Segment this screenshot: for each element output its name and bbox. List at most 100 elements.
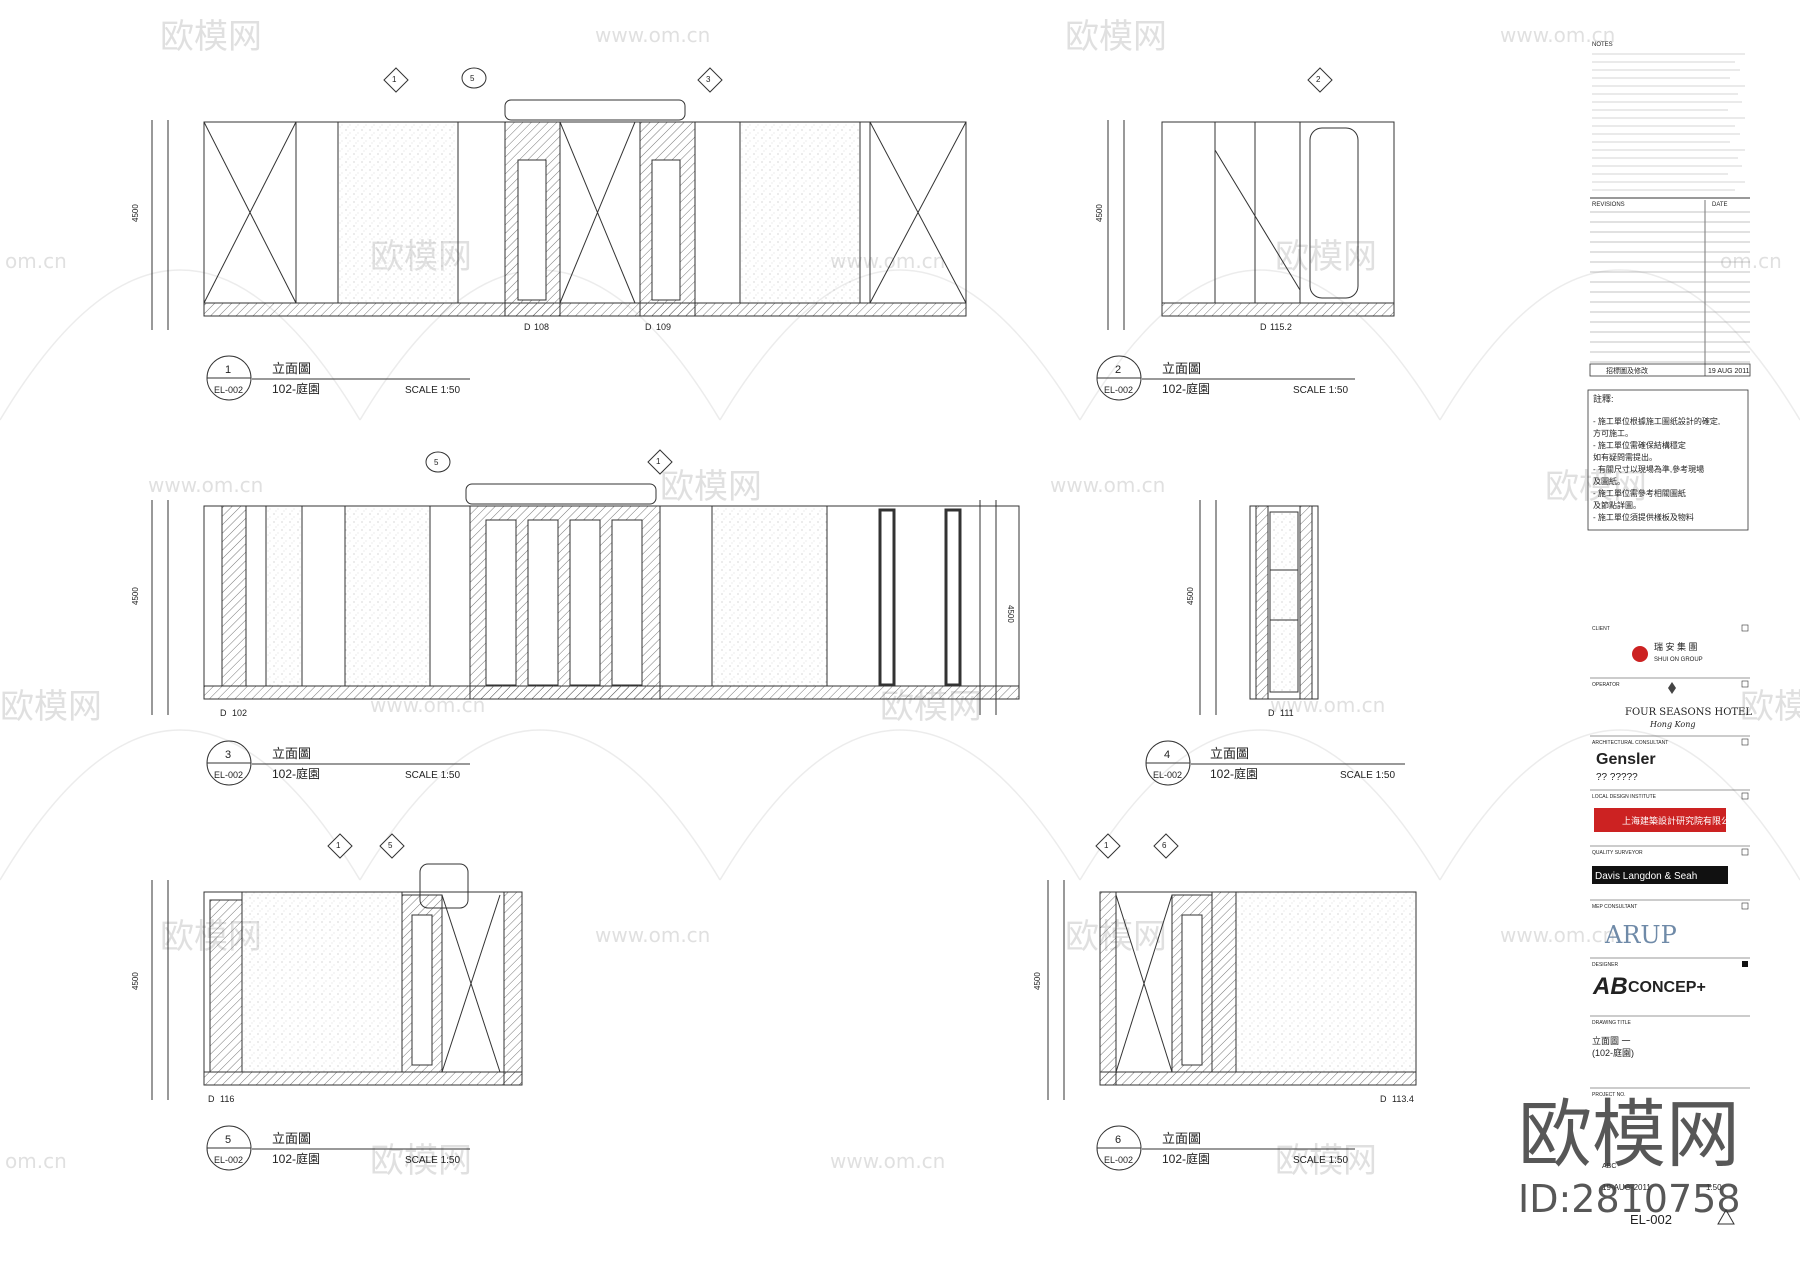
section-marker-number: 2: [1316, 75, 1321, 84]
designer-logo-icon: AB: [1592, 973, 1628, 1000]
revisions-header: REVISIONS: [1592, 202, 1625, 208]
dim-value: 115.2: [1270, 322, 1292, 332]
watermark-site: www.om.cn: [595, 23, 710, 47]
wall-outline: [1161, 121, 1395, 317]
issue-date: 19-AUG-2011: [1602, 1183, 1651, 1192]
dim-tag: D: [1260, 322, 1267, 332]
watermark-site: www.om.cn: [1050, 473, 1165, 497]
elevation-6-labels: 4500 D 113.4 6 EL-002 立面圖 102-庭園 SCALE 1…: [1033, 972, 1414, 1171]
dim-tag: D: [645, 322, 652, 332]
detail-callout-box: [419, 863, 469, 909]
section-marker-number: 1: [392, 75, 397, 84]
door-leaf: [651, 159, 681, 301]
client-logo-icon: [1632, 646, 1648, 662]
dim-tag: D: [1380, 1094, 1387, 1104]
section-marker: [647, 449, 673, 475]
view-ref: EL-002: [214, 1155, 243, 1165]
view-ref: EL-002: [1153, 770, 1182, 780]
watermark-brand: 欧模网: [1065, 17, 1167, 57]
section-callouts: 1 3 2 5 5 1 1 5 1 6: [327, 67, 1333, 859]
view-scale: SCALE 1:50: [405, 1155, 460, 1166]
mirror-panel: [1309, 127, 1359, 299]
section-marker-number: 1: [336, 841, 341, 850]
view-room: 102-庭園: [272, 1151, 320, 1166]
section-marker-number: 6: [1162, 841, 1167, 850]
watermark-site: om.cn: [5, 1149, 67, 1173]
remark-line: - 施工單位需確保結構穩定: [1593, 440, 1686, 450]
remarks-box: [1587, 389, 1749, 531]
section-marker: [379, 833, 405, 859]
watermark-site: om.cn: [1720, 249, 1782, 273]
mep-label: MEP CONSULTANT: [1592, 904, 1637, 910]
view-scale: SCALE 1:50: [1340, 770, 1395, 781]
watermark-big-brand: 欧模网: [1518, 1092, 1740, 1178]
operator-city: Hong Kong: [1649, 720, 1695, 729]
arch-label: ARCHITECTURAL CONSULTANT: [1592, 740, 1668, 746]
stone-panel: [711, 505, 828, 687]
drawn-by: ABC: [1602, 1163, 1616, 1170]
section-marker-number: 1: [1104, 841, 1109, 850]
elevation-5-labels: 4500 D 116 5 EL-002 立面圖 102-庭園 SCALE 1:5…: [131, 972, 470, 1171]
elevation-1: [151, 99, 967, 330]
section-marker: [697, 67, 723, 93]
remark-line: 方可施工。: [1593, 428, 1633, 438]
mep-name: ARUP: [1604, 921, 1677, 949]
wall-section: [1249, 505, 1319, 700]
remark-line: - 施工單位根據施工圖纸設計的確定,: [1593, 416, 1720, 426]
pilaster: [1211, 891, 1237, 1073]
stone-panel: [1235, 891, 1417, 1073]
view-title: 立面圖: [272, 1131, 311, 1146]
dim-value: 108: [534, 322, 549, 332]
arch-sub: ?? ?????: [1596, 772, 1638, 783]
view-number: 6: [1115, 1134, 1121, 1146]
remark-line: 及節點詳圖。: [1593, 500, 1641, 510]
ldi-label: LOCAL DESIGN INSTITUTE: [1592, 794, 1657, 800]
dim-height: 4500: [131, 587, 140, 605]
detail-marker-number: 5: [434, 458, 439, 467]
watermark-site: www.om.cn: [1500, 23, 1615, 47]
remarks-title: 註釋:: [1593, 393, 1614, 404]
detail-marker: [425, 451, 451, 473]
section-marker-number: 1: [656, 457, 661, 466]
dim-tag: D: [524, 322, 531, 332]
slot-light: [944, 508, 962, 687]
qs-name: Davis Langdon & Seah: [1595, 871, 1697, 882]
ldi-logo: [1594, 808, 1726, 832]
elevation-3: [151, 483, 1020, 715]
view-scale: SCALE 1:50: [405, 770, 460, 781]
elevation-5: [151, 863, 523, 1100]
view-room: 102-庭園: [1210, 766, 1258, 781]
base-hatch: [203, 302, 967, 317]
dim-value: 111: [1280, 708, 1294, 718]
view-scale: SCALE 1:50: [405, 385, 460, 396]
view-number: 1: [225, 364, 231, 376]
dim-tag: D: [208, 1094, 215, 1104]
view-title: 立面圖: [272, 746, 311, 761]
dim-value: 109: [656, 322, 671, 332]
door-leaf: [517, 159, 547, 301]
view-ref: EL-002: [214, 770, 243, 780]
elevation-3-labels: 4500 4500 D 102 3 EL-002 立面圖 102-庭園 SCAL…: [131, 587, 1015, 786]
remark-line: - 施工單位需參考相關圖紙: [1593, 488, 1686, 498]
arch-name: Gensler: [1596, 751, 1656, 768]
view-title: 立面圖: [1162, 361, 1201, 376]
watermark-brand: 欧模网: [1740, 687, 1800, 727]
remark-line: 如有疑問需提出。: [1593, 452, 1657, 462]
remark-line: 及圖紙。: [1593, 476, 1625, 486]
section-marker-number: 5: [388, 841, 393, 850]
elevation-2-labels: 4500 D 115.2 2 EL-002 立面圖 102-庭園 SCALE 1…: [1095, 204, 1355, 401]
dim-height: 4500: [1095, 204, 1104, 222]
view-room: 102-庭園: [272, 766, 320, 781]
watermark-id: ID:2810758: [1518, 1177, 1741, 1221]
view-scale: SCALE 1:50: [1293, 1155, 1348, 1166]
slot-light: [878, 508, 896, 687]
watermark-site: www.om.cn: [1270, 693, 1385, 717]
view-ref: EL-002: [1104, 1155, 1133, 1165]
revision-date: 19 AUG 2011: [1708, 368, 1750, 375]
stone-panel: [344, 505, 431, 687]
remark-line: - 有關尺寸以現場為準,參考現場: [1593, 464, 1704, 474]
pilaster: [209, 899, 243, 1073]
section-marker: [327, 833, 353, 859]
dim-height: 4500: [1033, 972, 1042, 990]
qs-logo: [1592, 866, 1728, 884]
